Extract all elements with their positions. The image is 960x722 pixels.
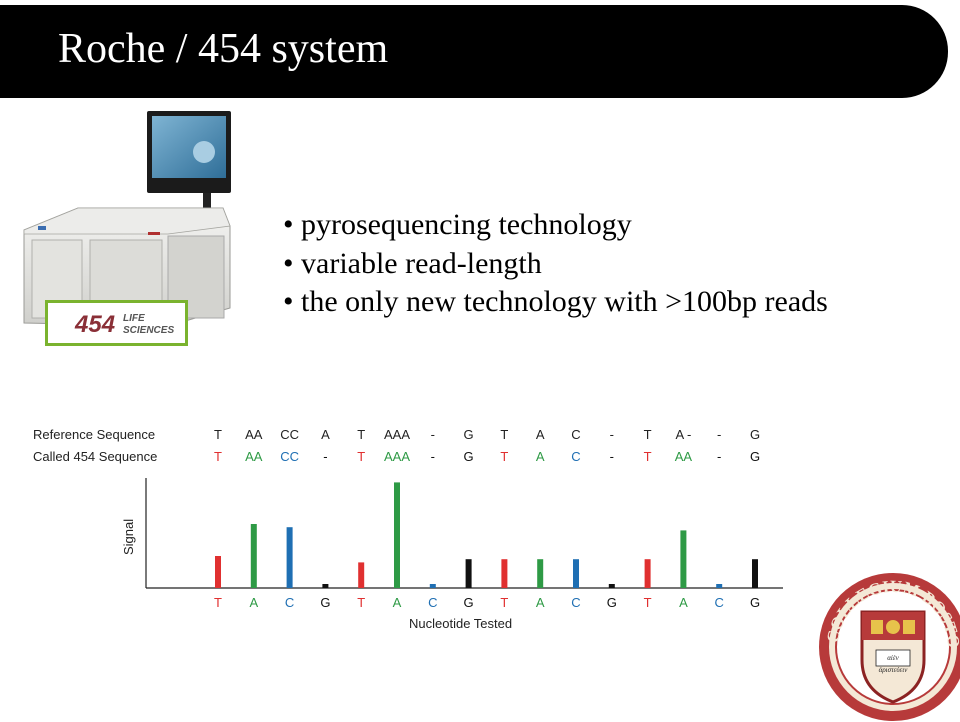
x-axis-label: Nucleotide Tested [409,616,512,631]
signal-bar-9 [501,559,508,588]
reference-base: G [464,427,474,442]
signal-bar-15 [716,584,723,588]
x-tick-label: G [320,595,330,610]
signal-bar-10 [537,559,544,588]
reference-base: A [321,427,330,442]
x-tick-label: G [750,595,760,610]
x-tick-label: C [715,595,724,610]
svg-text:LIFE: LIFE [123,313,145,324]
title-bar [0,5,948,98]
reference-sequence-label: Reference Sequence [33,427,155,442]
signal-bar-11 [573,559,579,588]
bullet-item: variable read-length [283,245,828,284]
called-base: T [644,449,652,464]
reference-base: AAA [384,427,410,442]
reference-base: C [571,427,580,442]
called-base: AA [675,449,693,464]
x-tick-label: C [428,595,437,610]
svg-text:αἰὲν: αἰὲν [887,654,899,662]
reference-base: A [536,427,545,442]
reference-base: A - [675,427,691,442]
signal-bar-16 [752,559,758,588]
bullet-list: pyrosequencing technology variable read-… [283,206,828,322]
x-tick-label: T [644,595,652,610]
signal-bar-4 [322,584,329,588]
x-tick-label: T [357,595,365,610]
slide-title: Roche / 454 system [58,26,389,72]
x-tick-label: T [214,595,222,610]
called-base: T [214,449,222,464]
x-tick-label: G [464,595,474,610]
reference-base: CC [280,427,299,442]
svg-text:ἀριστεύειν: ἀριστεύειν [879,666,909,674]
called-base: T [357,449,365,464]
signal-bar-5 [358,562,365,588]
called-base: AA [245,449,263,464]
signal-bar-6 [394,482,400,588]
x-tick-label: T [500,595,508,610]
signal-bar-8 [465,559,472,588]
called-base: AAA [384,449,410,464]
reference-base: G [750,427,760,442]
called-base: A [536,449,545,464]
signal-bar-3 [286,527,293,588]
called-base: T [500,449,508,464]
boston-college-seal: COLLEGIUM BOSTON αἰὲν ἀριστεύειν [818,572,960,721]
called-base: G [750,449,760,464]
reference-base: - [431,427,435,442]
signal-bar-2 [250,524,257,588]
signal-bar-13 [644,559,651,588]
x-tick-label: A [249,595,258,610]
called-base: - [323,449,327,464]
x-tick-label: A [536,595,545,610]
called-base: - [431,449,435,464]
called-base: G [464,449,474,464]
x-tick-label: A [393,595,402,610]
signal-bar-7 [429,584,436,588]
reference-base: T [500,427,508,442]
reference-base: AA [245,427,263,442]
called-sequence-label: Called 454 Sequence [33,449,157,464]
reference-base: T [644,427,652,442]
x-tick-label: C [571,595,580,610]
reference-base: T [214,427,222,442]
x-tick-label: A [679,595,688,610]
x-tick-label: G [607,595,617,610]
signal-bar-12 [608,584,615,588]
bullet-item: the only new technology with >100bp read… [283,283,828,322]
svg-text:454: 454 [74,311,115,338]
y-axis-label: Signal [121,519,136,555]
signal-bar-14 [680,530,687,588]
454-life-sciences-logo: 454 LIFE SCIENCES [45,300,188,346]
called-base: - [610,449,614,464]
called-base: C [571,449,580,464]
called-base: CC [280,449,299,464]
x-tick-label: C [285,595,294,610]
reference-base: - [717,427,721,442]
signal-bar-1 [215,556,221,588]
svg-text:SCIENCES: SCIENCES [123,325,174,336]
reference-base: T [357,427,365,442]
called-base: - [717,449,721,464]
flowgram-chart: Reference Sequence Called 454 Sequence S… [33,427,783,631]
reference-base: - [610,427,614,442]
bullet-item: pyrosequencing technology [283,206,828,245]
